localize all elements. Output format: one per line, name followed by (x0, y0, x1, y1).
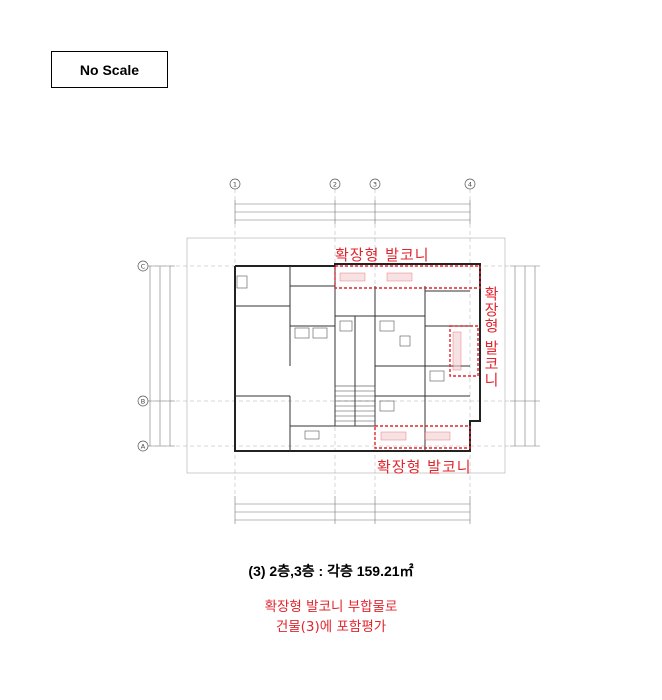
row-label-c: C (141, 263, 146, 271)
bottom-dimension-lines (234, 496, 471, 524)
note-line-1: 확장형 발코니 부합물로 (264, 599, 398, 615)
grid-label-2: 2 (333, 181, 337, 189)
staircase (334, 385, 376, 427)
row-label-a: A (141, 443, 146, 451)
balcony-label-bottom: 확장형 발코니 (377, 458, 472, 476)
fixtures (236, 275, 445, 440)
grid-label-1: 1 (233, 181, 237, 189)
scale-text: No Scale (79, 61, 140, 78)
no-scale-label: No Scale (51, 51, 168, 88)
interior-walls (235, 266, 470, 451)
grid-label-3: 3 (373, 181, 377, 189)
note-line-2: 건물(3)에 포함평가 (275, 619, 387, 635)
top-dimension-lines (234, 200, 471, 224)
exterior-walls (234, 263, 481, 452)
floor-plan-drawing: 1 2 3 4 C B A (137, 178, 540, 524)
balcony-highlights (334, 265, 481, 449)
balcony-top (334, 265, 481, 289)
balcony-bottom (374, 425, 471, 449)
left-dimension-lines (145, 265, 175, 447)
floor-area-caption: (3) 2층,3층 : 각층 159.21㎡ (248, 563, 414, 579)
row-label-b: B (141, 398, 145, 406)
roof-outline (186, 237, 506, 474)
balcony-label-right: 확장형 발코니 (482, 286, 500, 388)
right-dimension-lines (510, 265, 540, 447)
balcony-label-top: 확장형 발코니 (335, 246, 430, 264)
balcony-hatching (339, 272, 462, 441)
grid-label-4: 4 (468, 181, 472, 189)
balcony-right (449, 325, 479, 377)
